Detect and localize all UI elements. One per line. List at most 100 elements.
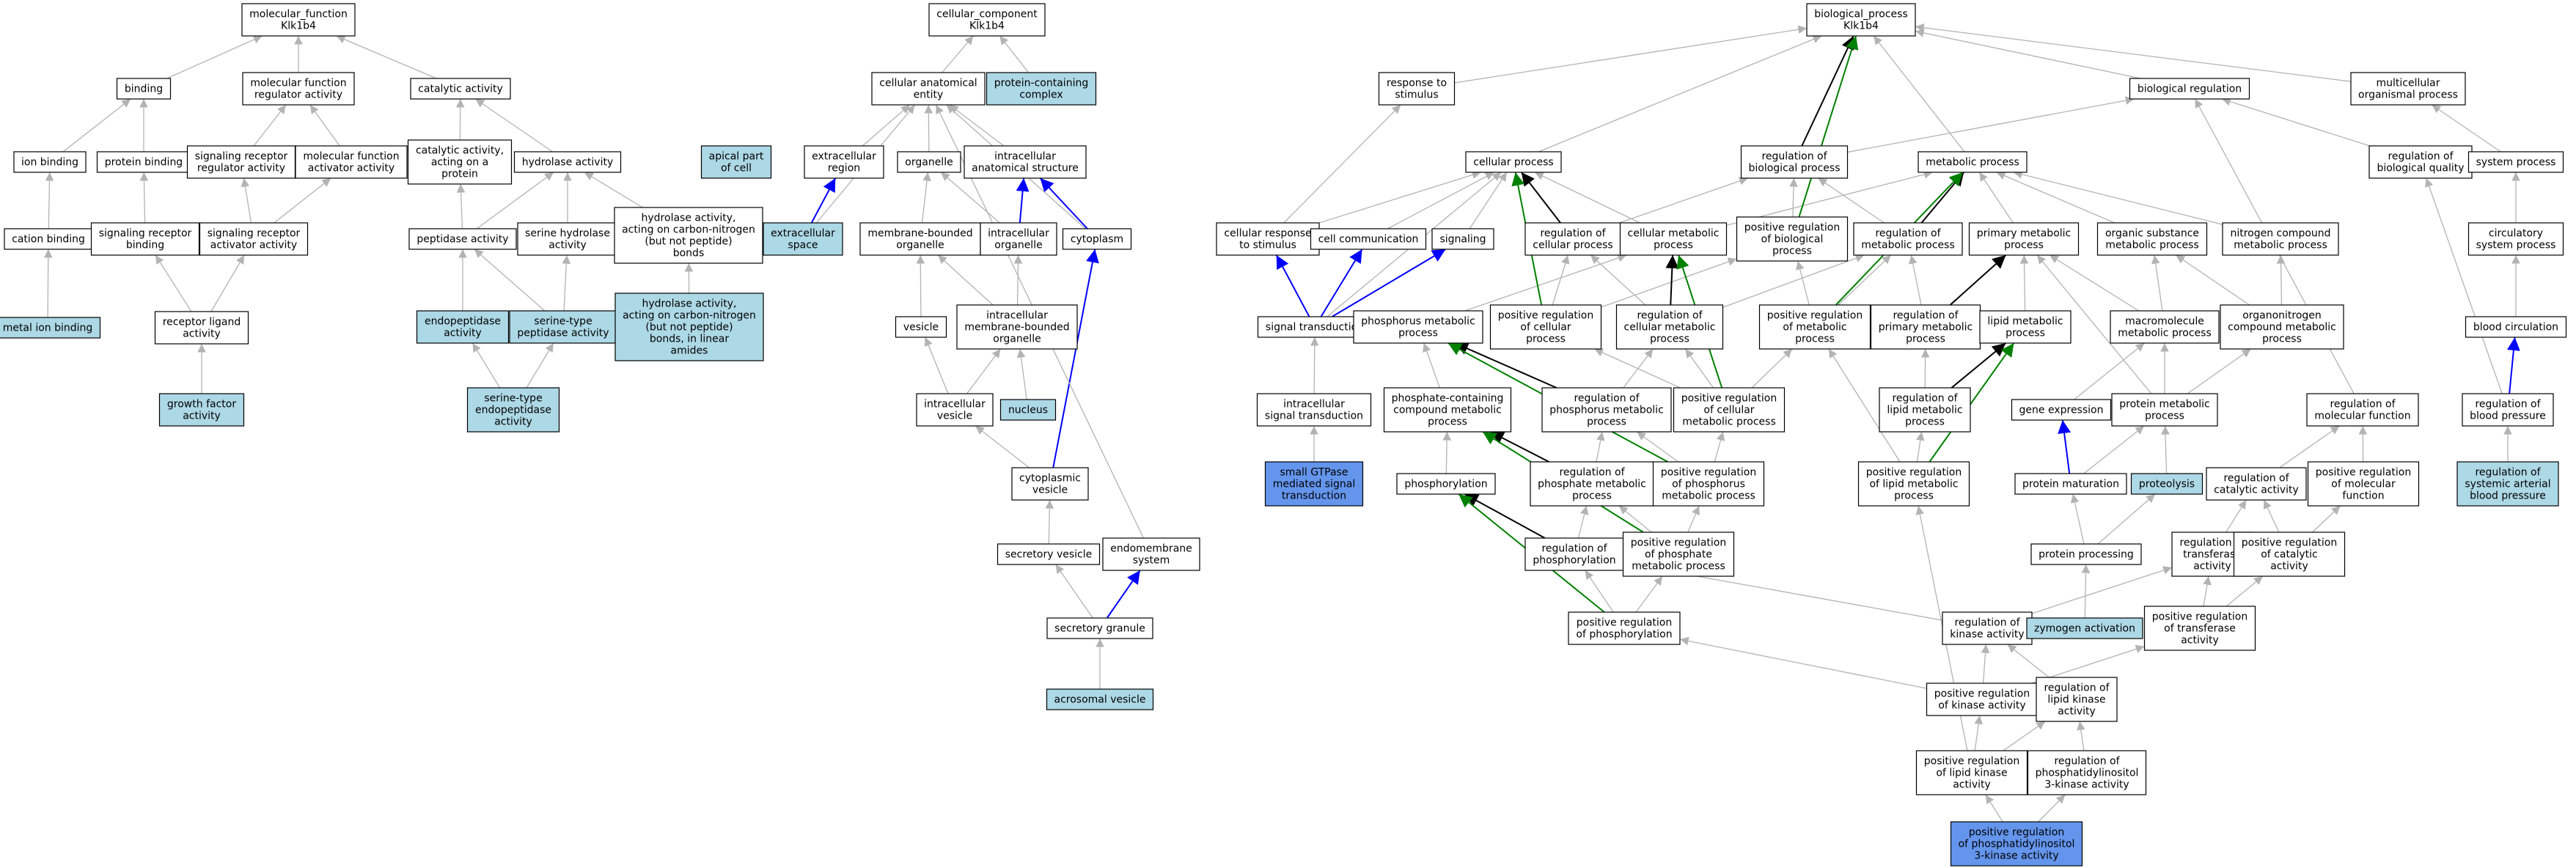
node-label: signaling receptor xyxy=(99,228,192,240)
node-label: phosphate-containing xyxy=(1392,393,1504,405)
node-label: process xyxy=(1526,334,1566,345)
node-label: signal transduction xyxy=(1266,322,1364,334)
edge-positively-regulates xyxy=(1929,342,2015,463)
edge-is-a xyxy=(921,172,931,224)
node-box xyxy=(1857,461,1970,507)
node-box xyxy=(408,228,517,250)
node-label: acting on carbon-nitrogen xyxy=(623,310,756,322)
go-term-node-organelle: organelle xyxy=(897,151,961,173)
node-label: cytoplasm xyxy=(1071,234,1123,246)
node-label: cellular process xyxy=(1533,240,1612,251)
node-box xyxy=(154,311,249,345)
node-box xyxy=(1740,145,1849,179)
node-box xyxy=(1879,387,1971,433)
edge-is-a xyxy=(1847,96,2135,153)
node-box xyxy=(90,222,200,256)
edge-is-a xyxy=(2431,104,2501,152)
edge-is-a xyxy=(2019,254,2029,312)
node-box xyxy=(916,393,994,427)
node-box xyxy=(1736,216,1849,262)
node-box xyxy=(1489,304,1602,350)
edge-is-a xyxy=(2161,425,2170,474)
edge-is-a xyxy=(942,35,974,73)
node-box xyxy=(2462,393,2554,427)
node-label: process xyxy=(1772,246,1812,257)
go-term-node-rpi3k: regulation ofphosphatidylinositol3-kinas… xyxy=(2027,750,2147,795)
go-term-node-secves: secretory vesicle xyxy=(997,543,1101,565)
node-box xyxy=(2306,393,2419,427)
node-label: intracellular xyxy=(1283,399,1345,411)
edge-regulates xyxy=(1490,431,1549,463)
node-box xyxy=(1979,310,2072,344)
edge-is-a xyxy=(274,177,331,224)
node-box xyxy=(1046,688,1154,710)
go-term-node-sigtrans: signal transduction xyxy=(1257,316,1373,338)
node-label: peptidase activity xyxy=(417,234,508,246)
node-label: nucleus xyxy=(1008,405,1048,416)
node-label: process xyxy=(1572,490,1612,502)
node-label: cation binding xyxy=(12,234,85,246)
node-box xyxy=(2206,467,2307,501)
node-label: activity xyxy=(183,411,221,422)
node-box xyxy=(116,78,172,100)
node-box xyxy=(2350,72,2466,106)
node-box xyxy=(0,317,101,339)
node-box xyxy=(466,387,560,433)
edge-is-a xyxy=(949,104,1005,147)
node-box xyxy=(2465,316,2567,338)
edge-is-a xyxy=(2013,170,2223,225)
node-label: protein maturation xyxy=(2022,479,2119,490)
node-box xyxy=(158,393,245,427)
node-box xyxy=(997,543,1101,565)
node-label: ion binding xyxy=(21,157,78,169)
node-label: of lipid kinase xyxy=(1936,768,2007,779)
node-label: cellular process xyxy=(1473,157,1553,169)
node-label: process xyxy=(1650,334,1689,345)
edge-is-a xyxy=(2083,425,2145,474)
edge-is-a xyxy=(2097,493,2156,545)
edge-is-a xyxy=(2276,254,2286,306)
node-label: process xyxy=(2006,328,2045,339)
go-term-node-cationb: cation binding xyxy=(4,228,93,250)
node-label: biological_process xyxy=(1814,9,1908,21)
go-term-node-binding: binding xyxy=(116,78,172,100)
node-box xyxy=(1396,473,1496,495)
edge-regulates xyxy=(1665,254,1679,306)
edge-is-a xyxy=(1442,431,1452,474)
node-box xyxy=(513,151,622,173)
node-label: of phosphatidylinositol xyxy=(1959,839,2075,850)
node-label: biological quality xyxy=(2377,163,2464,174)
edge-is-a xyxy=(562,254,571,312)
node-label: regulator activity xyxy=(197,163,285,174)
node-label: regulation of xyxy=(2475,467,2541,479)
edge-part-of xyxy=(1275,254,1310,317)
edge-is-a xyxy=(2221,97,2370,147)
go-term-node-secgran: secretory granule xyxy=(1046,617,1153,639)
node-label: regulation of xyxy=(2179,537,2245,549)
edge-is-a xyxy=(253,104,287,147)
edge-is-a xyxy=(45,172,54,229)
node-box xyxy=(2233,532,2346,577)
node-box xyxy=(1465,151,1562,173)
node-box xyxy=(2143,606,2256,651)
node-label: hydrolase activity, xyxy=(642,213,736,224)
go-term-node-proteolysis: proteolysis xyxy=(2130,473,2203,495)
node-label: response to xyxy=(1387,78,1447,89)
node-box xyxy=(614,293,764,361)
node-label: regulator activity xyxy=(254,89,342,101)
node-box xyxy=(928,3,1046,37)
